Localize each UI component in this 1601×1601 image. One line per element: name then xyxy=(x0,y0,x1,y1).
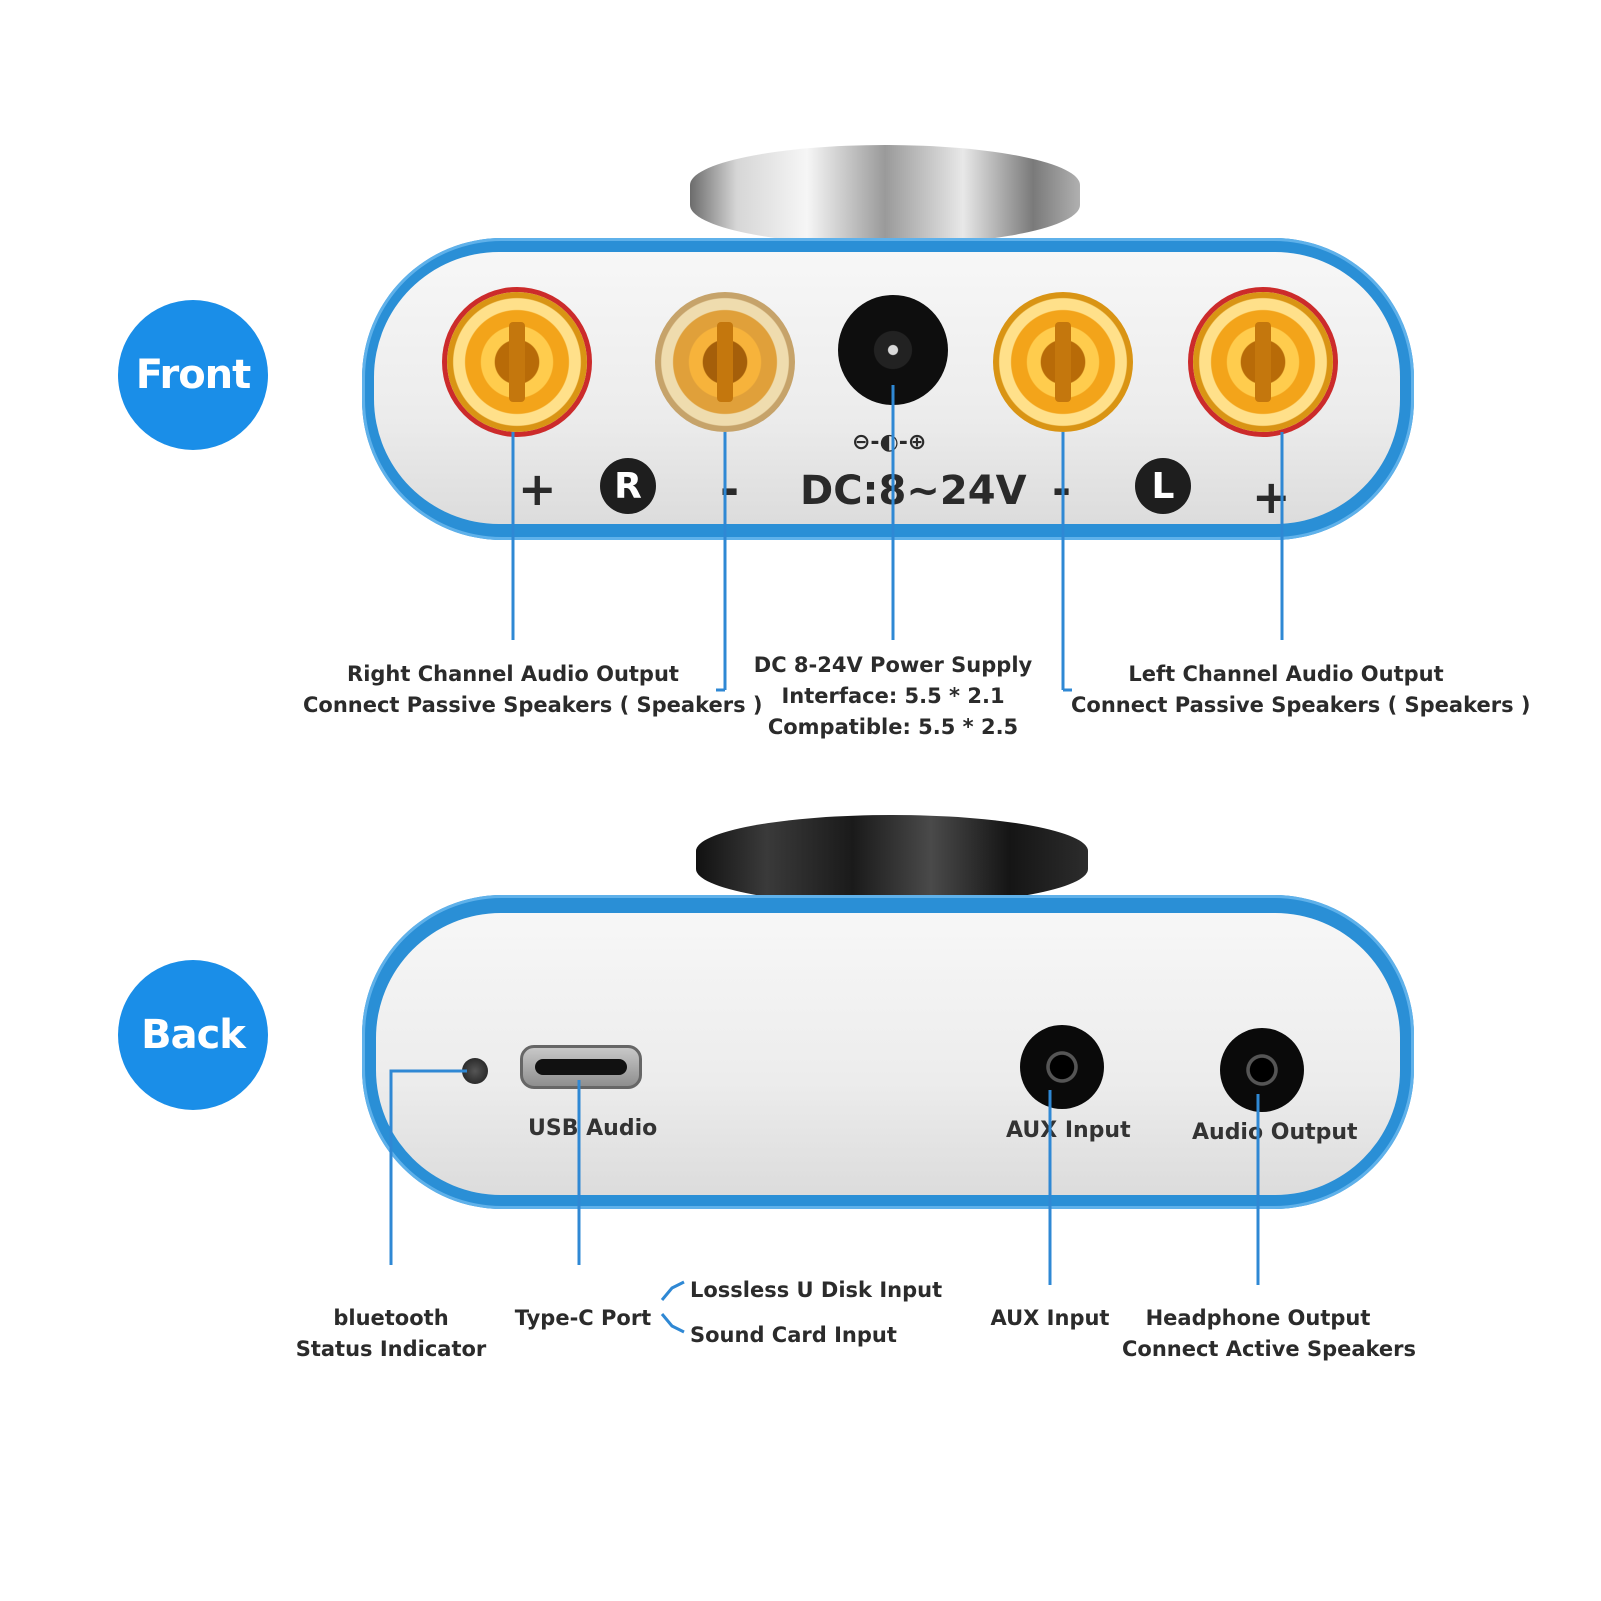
left-channel-subtitle: Connect Passive Speakers ( Speakers ) xyxy=(1071,693,1531,717)
left-plus-mark: + xyxy=(1252,470,1291,524)
bluetooth-title: bluetooth xyxy=(333,1306,449,1330)
front-volume-knob xyxy=(690,145,1080,245)
front-badge: Front xyxy=(118,300,268,450)
left-plus-terminal xyxy=(1193,292,1333,432)
left-channel-letter: L xyxy=(1135,458,1191,514)
headphone-subtitle: Connect Active Speakers xyxy=(1122,1337,1417,1361)
back-badge-label: Back xyxy=(141,1012,246,1058)
right-minus-terminal xyxy=(655,292,795,432)
right-channel-title: Right Channel Audio Output xyxy=(347,662,679,686)
typec-option-soundcard: Sound Card Input xyxy=(690,1323,897,1347)
usb-audio-label: USB Audio xyxy=(528,1116,658,1141)
dc-power-interface: Interface: 5.5 * 2.1 xyxy=(781,684,1005,708)
dc-voltage-label: DC:8~24V xyxy=(800,468,1027,514)
bluetooth-subtitle: Status Indicator xyxy=(295,1337,487,1361)
dc-power-compatible: Compatible: 5.5 * 2.5 xyxy=(767,715,1019,739)
typec-callout-label: Type-C Port xyxy=(514,1306,652,1330)
bluetooth-callout: bluetooth Status Indicator xyxy=(291,1303,491,1365)
aux-callout: AUX Input xyxy=(990,1306,1110,1330)
right-channel-letter: R xyxy=(600,458,656,514)
front-badge-label: Front xyxy=(135,352,252,398)
dc-power-callout: DC 8-24V Power Supply Interface: 5.5 * 2… xyxy=(748,650,1038,743)
headphone-callout: Headphone Output Connect Active Speakers xyxy=(1122,1303,1417,1365)
left-channel-callout: Left Channel Audio Output Connect Passiv… xyxy=(1071,659,1531,721)
right-channel-subtitle: Connect Passive Speakers ( Speakers ) xyxy=(303,693,763,717)
back-badge: Back xyxy=(118,960,268,1110)
left-channel-title: Left Channel Audio Output xyxy=(1128,662,1444,686)
right-plus-mark: + xyxy=(518,462,557,516)
headphone-title: Headphone Output xyxy=(1145,1306,1371,1330)
usb-c-port xyxy=(520,1045,642,1089)
aux-input-label: AUX Input xyxy=(1006,1118,1131,1143)
typec-branch-lower xyxy=(660,1313,685,1334)
right-plus-terminal xyxy=(447,292,587,432)
right-channel-callout: Right Channel Audio Output Connect Passi… xyxy=(303,659,763,721)
back-volume-knob xyxy=(696,815,1088,905)
aux-input-jack xyxy=(1020,1025,1104,1109)
bluetooth-leader xyxy=(389,1069,467,1265)
typec-branch-upper xyxy=(660,1280,685,1301)
left-minus-terminal xyxy=(993,292,1133,432)
dc-polarity-symbol: ⊖-◐-⊕ xyxy=(852,430,927,455)
typec-option-udisk: Lossless U Disk Input xyxy=(690,1278,943,1302)
dc-power-title: DC 8-24V Power Supply xyxy=(753,653,1033,677)
audio-output-label: Audio Output xyxy=(1192,1120,1358,1145)
audio-output-jack xyxy=(1220,1028,1304,1112)
